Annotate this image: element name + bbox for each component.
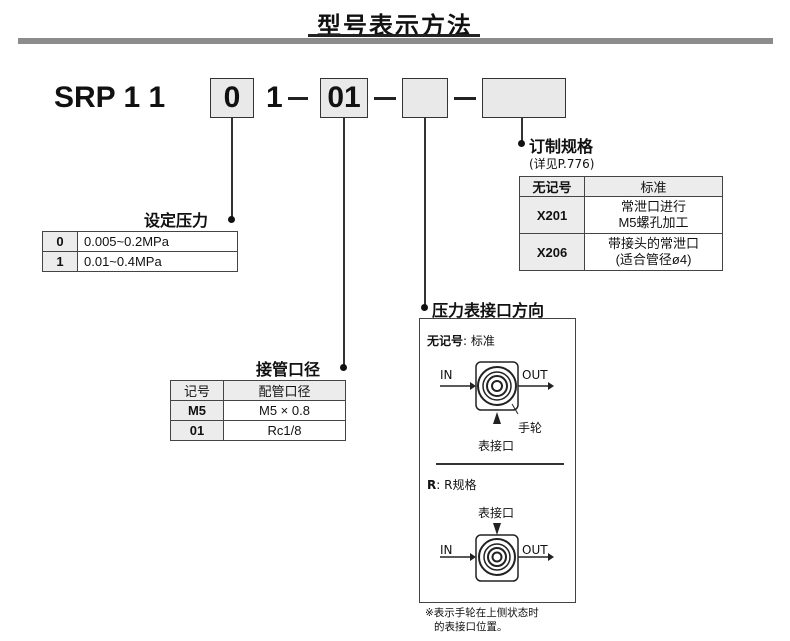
pressure-setting-table: 0 0.005~0.2MPa 1 0.01~0.4MPa	[42, 231, 238, 272]
handwheel-label: 手轮	[518, 421, 543, 435]
pressure-setting-label: 设定压力	[144, 211, 209, 230]
custom-desc-cell: 带接头的常泄口 (适合管径ø4)	[584, 233, 723, 271]
table-row: X206 带接头的常泄口 (适合管径ø4)	[519, 233, 723, 271]
custom-desc-line: 带接头的常泄口	[607, 236, 699, 251]
custom-spec-ref: (详见P.776)	[529, 157, 595, 171]
r-key: R	[427, 478, 437, 492]
gauge-direction-panel	[419, 318, 576, 603]
gauge-option-box	[402, 78, 448, 118]
port-header-code: 记号	[170, 380, 224, 401]
in-label-r: IN	[440, 543, 453, 557]
footnote-line-1: ※表示手轮在上侧状态时	[425, 607, 539, 619]
port-code: 01	[327, 81, 361, 114]
port-size-label: 接管口径	[256, 360, 321, 379]
connector-gauge-dot	[421, 304, 428, 311]
custom-spec-table: 无记号 标准 X201 常泄口进行 M5螺孔加工 X206 带接头的常泄口 (适…	[519, 176, 723, 271]
custom-header-desc: 标准	[584, 176, 723, 197]
model-digit: 1	[266, 81, 283, 114]
connector-gauge	[424, 118, 426, 310]
custom-desc-line: 常泄口进行	[620, 199, 686, 214]
connector-port-dot	[340, 364, 347, 371]
standard-key: 无记号	[427, 334, 464, 348]
connector-custom	[521, 118, 523, 144]
port-size-table: 记号 配管口径 M5 M5 × 0.8 01 Rc1/8	[170, 380, 346, 441]
hyphen-3	[454, 97, 476, 100]
out-label-r: OUT	[522, 543, 548, 557]
connector-custom-dot	[518, 140, 525, 147]
gauge-port-caption-r: 表接口	[478, 506, 515, 520]
port-size-cell: Rc1/8	[223, 420, 346, 441]
hyphen-1	[288, 97, 308, 100]
pressure-code: 0	[223, 81, 241, 114]
custom-header-code: 无记号	[519, 176, 585, 197]
model-prefix: SRP 1 1	[54, 81, 166, 114]
pressure-range-cell: 0.01~0.4MPa	[77, 251, 238, 272]
r-direction-diagram	[440, 523, 554, 582]
title-underline	[308, 34, 480, 37]
custom-desc-line: M5螺孔加工	[618, 215, 689, 230]
standard-desc: : 标准	[463, 334, 495, 348]
connector-pressure-dot	[228, 216, 235, 223]
out-label: OUT	[522, 368, 548, 382]
pressure-code-cell: 1	[42, 251, 78, 272]
gauge-port-label: 压力表接口方向	[432, 301, 545, 320]
title-rule	[18, 38, 773, 44]
table-row: X201 常泄口进行 M5螺孔加工	[519, 196, 723, 234]
table-row: 记号 配管口径	[170, 380, 346, 401]
port-size-cell: M5 × 0.8	[223, 400, 346, 421]
gauge-port-caption: 表接口	[478, 439, 515, 453]
hyphen-2	[374, 97, 396, 100]
r-option-text: R: R规格	[427, 476, 476, 493]
custom-spec-label: 订制规格	[529, 137, 594, 156]
standard-option-text: 无记号: 标准	[427, 332, 495, 349]
custom-code-cell: X201	[519, 196, 585, 234]
r-desc: : R规格	[436, 478, 477, 492]
in-label: IN	[440, 368, 453, 382]
panel-divider	[436, 463, 564, 465]
port-code-box: 01	[320, 78, 368, 118]
custom-code-cell: X206	[519, 233, 585, 271]
pressure-code-box: 0	[210, 78, 254, 118]
custom-desc-line: (适合管径ø4)	[615, 252, 692, 267]
table-row: M5 M5 × 0.8	[170, 400, 346, 421]
port-code-cell: 01	[170, 420, 224, 441]
table-row: 01 Rc1/8	[170, 420, 346, 441]
footnote-line-2: 的表接口位置。	[434, 621, 508, 633]
port-code-cell: M5	[170, 400, 224, 421]
port-header-size: 配管口径	[223, 380, 346, 401]
custom-desc-cell: 常泄口进行 M5螺孔加工	[584, 196, 723, 234]
connector-port	[343, 118, 345, 370]
pressure-range-cell: 0.005~0.2MPa	[77, 231, 238, 252]
custom-option-box	[482, 78, 566, 118]
connector-pressure	[231, 118, 233, 221]
table-row: 1 0.01~0.4MPa	[42, 251, 238, 272]
table-row: 0 0.005~0.2MPa	[42, 231, 238, 252]
standard-direction-diagram	[440, 361, 554, 424]
table-row: 无记号 标准	[519, 176, 723, 197]
pressure-code-cell: 0	[42, 231, 78, 252]
